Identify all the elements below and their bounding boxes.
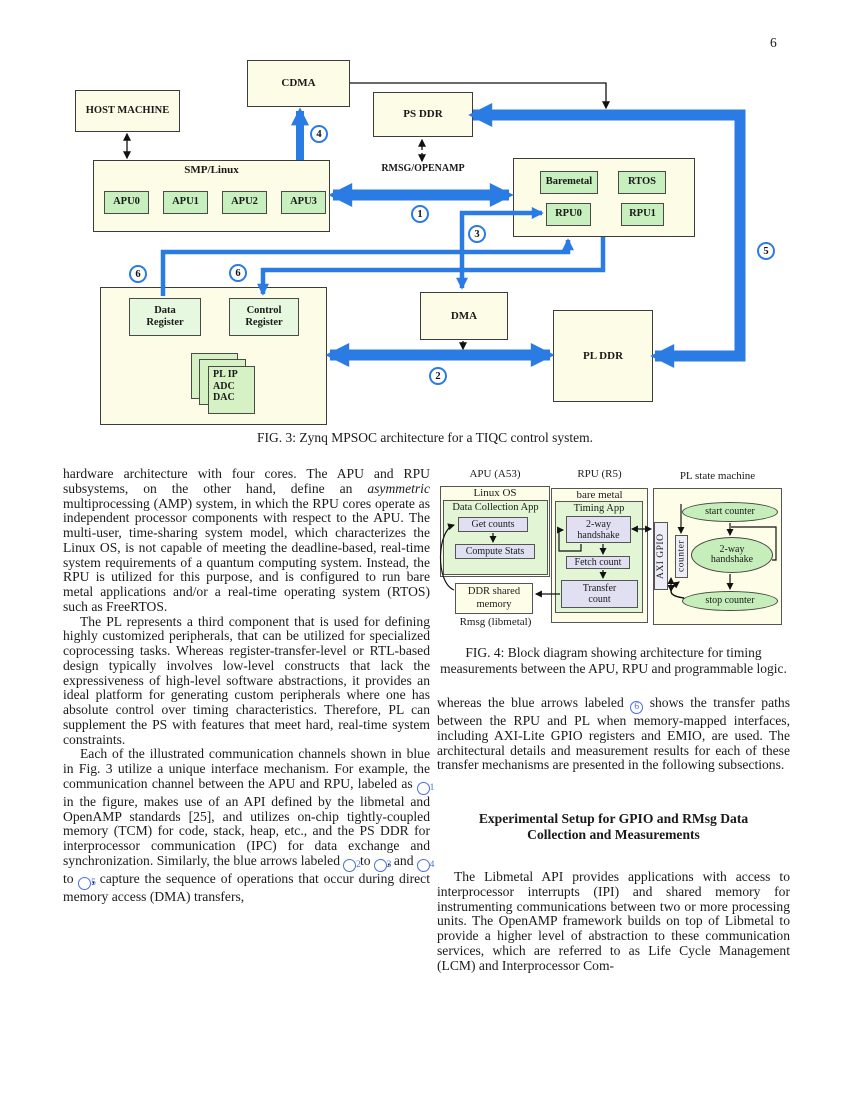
apu0-box: APU0	[104, 191, 149, 214]
p3-text-c: to	[356, 852, 375, 868]
channel-6a-badge: 6	[129, 265, 147, 283]
p3-text-b: in the figure, makes use of an API defin…	[63, 793, 430, 868]
p1-text-b: multiprocessing (AMP) system, in which t…	[63, 495, 430, 614]
ps-ddr-box: PS DDR	[373, 92, 473, 137]
compute-stats-box: Compute Stats	[455, 544, 535, 559]
apu3-box: APU3	[281, 191, 326, 214]
transfer-count-box: Transfer count	[561, 580, 638, 608]
rpu1-box: RPU1	[621, 203, 664, 226]
paragraph-2: The PL represents a third component that…	[63, 613, 430, 748]
channel-3-badge: 3	[468, 225, 486, 243]
left-column: hardware architecture with four cores. T…	[63, 466, 434, 905]
pl-handshake-ellipse: 2-way handshake	[691, 537, 773, 573]
paragraph-4: whereas the blue arrows labeled 6 shows …	[437, 695, 790, 773]
page-number: 6	[770, 35, 777, 50]
dma-box: DMA	[420, 292, 508, 340]
p4-text-a: whereas the blue arrows labeled	[437, 695, 631, 710]
figure-4-caption: FIG. 4: Block diagram showing architectu…	[440, 645, 787, 676]
p3-text-d: , and	[387, 852, 418, 868]
get-counts-box: Get counts	[458, 517, 528, 532]
pl-ip-card-front: PL IP ADC DAC	[208, 366, 255, 414]
channel-5-badge: 5	[757, 242, 775, 260]
host-machine-box: HOST MACHINE	[75, 90, 180, 132]
p5-text: The Libmetal API provides applications w…	[437, 869, 790, 973]
p1-italic: asymmetric	[367, 480, 430, 496]
baremetal-box: Baremetal	[540, 171, 598, 194]
stop-counter-ellipse: stop counter	[682, 591, 778, 611]
paragraph-1: hardware architecture with four cores. T…	[63, 466, 430, 615]
ddr-shared-memory-box: DDR shared memory	[455, 583, 533, 614]
fetch-count-box: Fetch count	[566, 556, 630, 569]
rpu-column-header: RPU (R5)	[577, 468, 622, 480]
timing-app-label: Timing App	[573, 503, 625, 514]
rpu0-box: RPU0	[546, 203, 591, 226]
apu2-box: APU2	[222, 191, 267, 214]
adc-label: ADC	[213, 380, 235, 392]
p3-text-e: to	[63, 870, 79, 886]
smp-linux-label: SMP/Linux	[184, 164, 239, 176]
p3-text-a: Each of the illustrated communication ch…	[63, 746, 430, 791]
p1-text-a: hardware architecture with four cores. T…	[63, 466, 430, 496]
p2-text: The PL represents a third component that…	[63, 613, 430, 747]
pl-box: Data Register Control Register PL IP ADC…	[100, 287, 327, 425]
paragraph-5: The Libmetal API provides applications w…	[437, 869, 790, 973]
rmsg-libmetal-label: Rmsg (libmetal)	[459, 616, 532, 628]
data-register-box: Data Register	[129, 298, 201, 336]
apu1-box: APU1	[163, 191, 208, 214]
apu-column-header: APU (A53)	[469, 468, 521, 480]
transfer-count-label: Transfer count	[582, 583, 617, 605]
channel-6b-badge: 6	[229, 264, 247, 282]
handshake-box: 2-way handshake	[566, 516, 631, 543]
cdma-box: CDMA	[247, 60, 350, 107]
pl-column-header: PL state machine	[679, 470, 756, 482]
linux-os-label: Linux OS	[473, 487, 517, 499]
rtos-box: RTOS	[618, 171, 666, 194]
figure-3-caption: FIG. 3: Zynq MPSOC architecture for a TI…	[256, 430, 594, 445]
channel-1-badge: 1	[411, 205, 429, 223]
counter-box: counter	[675, 535, 688, 578]
figure-4: APU (A53) RPU (R5) PL state machine star…	[435, 468, 790, 640]
data-collection-app-label: Data Collection App	[452, 502, 539, 513]
channel-4-badge: 4	[310, 125, 328, 143]
right-column: FIG. 4: Block diagram showing architectu…	[437, 645, 790, 973]
pl-ddr-box: PL DDR	[553, 310, 653, 402]
control-register-box: Control Register	[229, 298, 299, 336]
rmsg-openamp-label: RMSG/OPENAMP	[381, 163, 465, 174]
paragraph-3: Each of the illustrated communication ch…	[63, 746, 434, 904]
figure-3: HOST MACHINE CDMA PS DDR SMP/Linux APU0 …	[60, 50, 790, 435]
section-heading: Experimental Setup for GPIO and RMsg Dat…	[478, 811, 749, 842]
rpu-subsystem-box: Baremetal RTOS RPU0 RPU1	[513, 158, 695, 237]
p3-text-f: , capture the sequence of operations tha…	[63, 870, 430, 904]
p4-text-b: shows the transfer paths between the RPU…	[437, 695, 790, 773]
start-counter-ellipse: start counter	[682, 502, 778, 522]
smp-linux-box: SMP/Linux APU0 APU1 APU2 APU3	[93, 160, 330, 232]
channel-2-badge: 2	[429, 367, 447, 385]
pl-ip-label: PL IP	[213, 369, 238, 380]
dac-label: DAC	[213, 392, 235, 403]
bare-metal-label: bare metal	[576, 489, 623, 501]
axi-gpio-box: AXI GPIO	[654, 522, 668, 590]
